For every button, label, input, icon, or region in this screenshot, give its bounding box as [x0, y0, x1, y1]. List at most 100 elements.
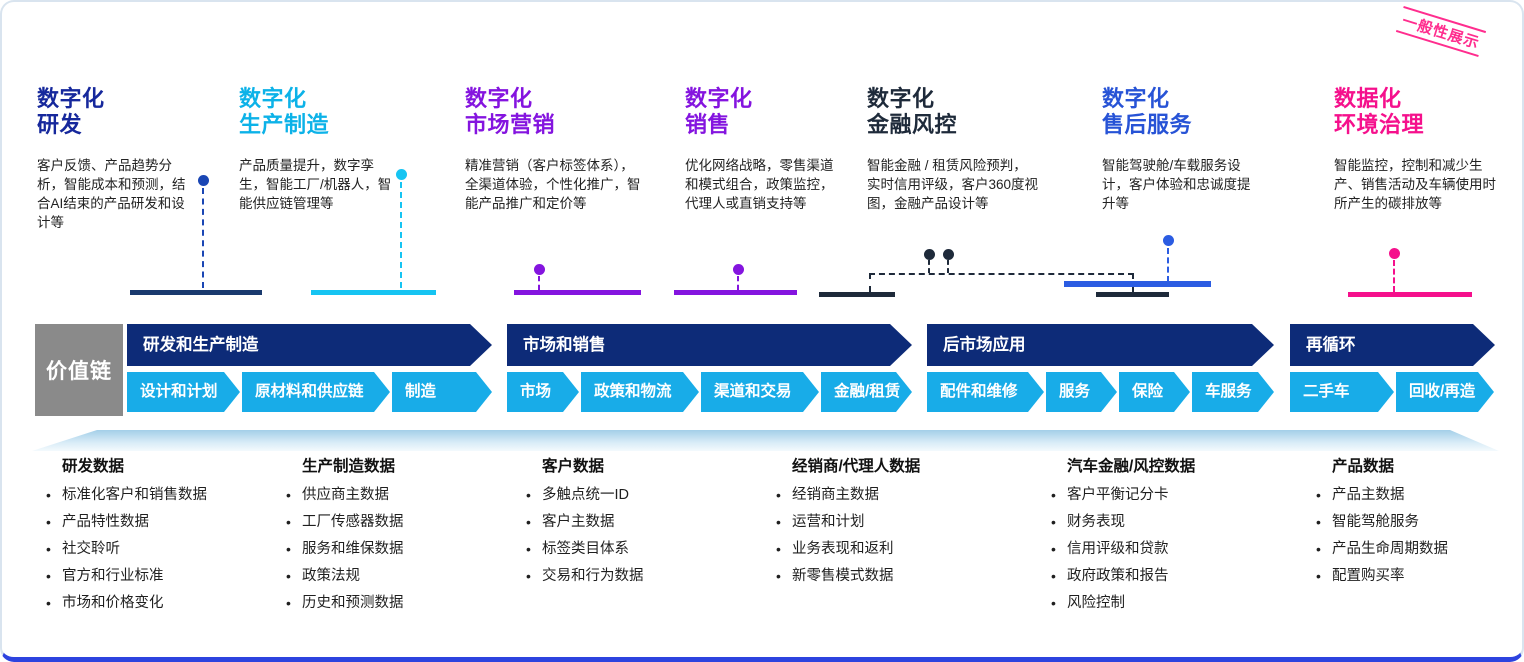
column-title: 数字化 研发: [37, 86, 105, 137]
connector-stem-sales: [737, 276, 739, 290]
list-item: 客户主数据: [520, 509, 760, 536]
column-desc: 优化网络战略，零售渠道和模式组合，政策监控，代理人或直销支持等: [685, 157, 834, 212]
data-list-auto-finance-risk: 汽车金融/风控数据 客户平衡记分卡 财务表现 信用评级和贷款 政府政策和报告 风…: [1045, 454, 1295, 617]
data-list-title: 汽车金融/风控数据: [1067, 458, 1196, 475]
chain-substage-design-plan: 设计和计划: [127, 372, 240, 412]
column-desc: 精准营销（客户标签体系），全渠道体验，个性化推广，智能产品推广和定价等: [465, 157, 641, 212]
chain-stage-rd-manufacturing: 研发和生产制造: [127, 324, 492, 366]
list-item: 社交聆听: [40, 536, 275, 563]
list-item: 交易和行为数据: [520, 563, 760, 590]
column-digital-sales: 数字化 销售 优化网络战略，零售渠道和模式组合，政策监控，代理人或直销支持等: [685, 86, 843, 213]
list-item: 工厂传感器数据: [280, 509, 515, 536]
data-list-customer: 客户数据 多触点统一ID 客户主数据 标签类目体系 交易和行为数据: [520, 454, 760, 590]
chain-substage-service: 服务: [1046, 372, 1117, 412]
list-item: 运营和计划: [770, 509, 1020, 536]
chain-substage-manufacture: 制造: [392, 372, 492, 412]
data-list-manufacturing: 生产制造数据 供应商主数据 工厂传感器数据 服务和维保数据 政策法规 历史和预测…: [280, 454, 515, 617]
connector-bar-finance-left: [819, 292, 895, 297]
chain-substage-finance-lease: 金融/租赁: [821, 372, 912, 412]
connector-bar-finance-right: [1096, 292, 1169, 297]
list-item: 标准化客户和销售数据: [40, 482, 275, 509]
value-chain-label: 价值链: [35, 324, 123, 416]
chain-substage-recycle-remake: 回收/再造: [1396, 372, 1494, 412]
list-item: 产品特性数据: [40, 509, 275, 536]
column-desc: 产品质量提升，数字孪生，智能工厂/机器人，智能供应链管理等: [239, 157, 392, 212]
chain-substage-channel-trade: 渠道和交易: [701, 372, 819, 412]
chain-substage-raw-materials: 原材料和供应链: [242, 372, 390, 412]
column-digital-manufacturing: 数字化 生产制造 产品质量提升，数字孪生，智能工厂/机器人，智能供应链管理等: [239, 86, 395, 213]
list-item: 多触点统一ID: [520, 482, 760, 509]
connector-bar-environment: [1348, 292, 1472, 297]
data-list-rd: 研发数据 标准化客户和销售数据 产品特性数据 社交聆听 官方和行业标准 市场和价…: [40, 454, 275, 617]
connector-stem-marketing: [538, 276, 540, 290]
connector-bar-manufacturing: [311, 290, 436, 295]
list-item: 政府政策和报告: [1045, 563, 1295, 590]
list-item: 服务和维保数据: [280, 536, 515, 563]
data-list-title: 产品数据: [1332, 458, 1395, 475]
data-list-title: 生产制造数据: [302, 458, 396, 475]
connector-dot-environment: [1389, 248, 1400, 259]
connector-bar-marketing: [514, 290, 641, 295]
data-list-title: 研发数据: [62, 458, 125, 475]
list-item: 供应商主数据: [280, 482, 515, 509]
connector-stem-finance-2: [947, 260, 949, 273]
connector-dot-manufacturing: [396, 169, 407, 180]
column-title: 数字化 生产制造: [239, 86, 330, 137]
column-desc: 智能金融 / 租赁风险预判，实时信用评级，客户360度视图，金融产品设计等: [867, 157, 1039, 212]
connector-stem-finance-1: [928, 260, 930, 273]
column-digital-marketing: 数字化 市场营销 精准营销（客户标签体系），全渠道体验，个性化推广，智能产品推广…: [465, 86, 643, 213]
data-list-dealer-agent: 经销商/代理人数据 经销商主数据 运营和计划 业务表现和返利 新零售模式数据: [770, 454, 1020, 590]
column-digital-finance-risk: 数字化 金融风控 智能金融 / 租赁风险预判，实时信用评级，客户360度视图，金…: [867, 86, 1039, 213]
chain-substage-market: 市场: [507, 372, 579, 412]
connector-stem-rd: [202, 188, 204, 288]
chain-stage-market-sales: 市场和销售: [507, 324, 912, 366]
connector-stem-environment: [1393, 260, 1395, 292]
connector-dot-marketing: [534, 264, 545, 275]
column-desc: 客户反馈、产品趋势分析，智能成本和预测，结合AI结束的产品研发和设计等: [37, 157, 186, 231]
chain-substage-parts-repair: 配件和维修: [927, 372, 1044, 412]
connector-crossbar-finance: [869, 273, 1134, 275]
list-item: 信用评级和贷款: [1045, 536, 1295, 563]
list-item: 业务表现和返利: [770, 536, 1020, 563]
connector-stem-manufacturing: [400, 182, 402, 288]
list-item: 产品主数据: [1310, 482, 1510, 509]
chain-substage-used-car: 二手车: [1290, 372, 1394, 412]
connector-dot-aftersales: [1163, 235, 1174, 246]
connector-dot-sales: [733, 264, 744, 275]
column-desc: 智能监控，控制和减少生产、销售活动及车辆使用时所产生的碳排放等: [1334, 157, 1496, 212]
list-item: 产品生命周期数据: [1310, 536, 1510, 563]
chain-stage-recycle: 再循环: [1290, 324, 1495, 366]
connector-dot-rd: [198, 175, 209, 186]
column-data-environment: 数据化 环境治理 智能监控，控制和减少生产、销售活动及车辆使用时所产生的碳排放等: [1334, 86, 1502, 213]
connector-dot-finance-1: [924, 249, 935, 260]
column-title: 数字化 金融风控: [867, 86, 958, 137]
column-title: 数据化 环境治理: [1334, 86, 1425, 137]
list-item: 市场和价格变化: [40, 590, 275, 617]
list-item: 官方和行业标准: [40, 563, 275, 590]
column-desc: 智能驾驶舱/车载服务设计，客户体验和忠诚度提升等: [1102, 157, 1251, 212]
data-list-title: 经销商/代理人数据: [792, 458, 921, 475]
list-item: 配置购买率: [1310, 563, 1510, 590]
chain-substage-policy-logistics: 政策和物流: [581, 372, 699, 412]
chain-stage-aftermarket: 后市场应用: [927, 324, 1274, 366]
list-item: 财务表现: [1045, 509, 1295, 536]
column-digital-aftersales: 数字化 售后服务 智能驾驶舱/车载服务设计，客户体验和忠诚度提升等: [1102, 86, 1262, 213]
connector-stem-aftersales: [1167, 248, 1169, 282]
chain-substage-car-service: 车服务: [1192, 372, 1274, 412]
column-title: 数字化 市场营销: [465, 86, 556, 137]
connector-bar-sales: [674, 290, 797, 295]
connector-dot-finance-2: [943, 249, 954, 260]
list-item: 新零售模式数据: [770, 563, 1020, 590]
list-item: 历史和预测数据: [280, 590, 515, 617]
connector-drop-finance-left: [869, 273, 871, 292]
list-item: 标签类目体系: [520, 536, 760, 563]
connector-bar-aftersales: [1064, 281, 1211, 287]
data-list-product: 产品数据 产品主数据 智能驾舱服务 产品生命周期数据 配置购买率: [1310, 454, 1510, 590]
column-digital-rd: 数字化 研发 客户反馈、产品趋势分析，智能成本和预测，结合AI结束的产品研发和设…: [37, 86, 195, 233]
list-item: 经销商主数据: [770, 482, 1020, 509]
list-item: 风险控制: [1045, 590, 1295, 617]
connector-bar-rd: [130, 290, 262, 295]
platform-band: [32, 430, 1499, 451]
list-item: 智能驾舱服务: [1310, 509, 1510, 536]
